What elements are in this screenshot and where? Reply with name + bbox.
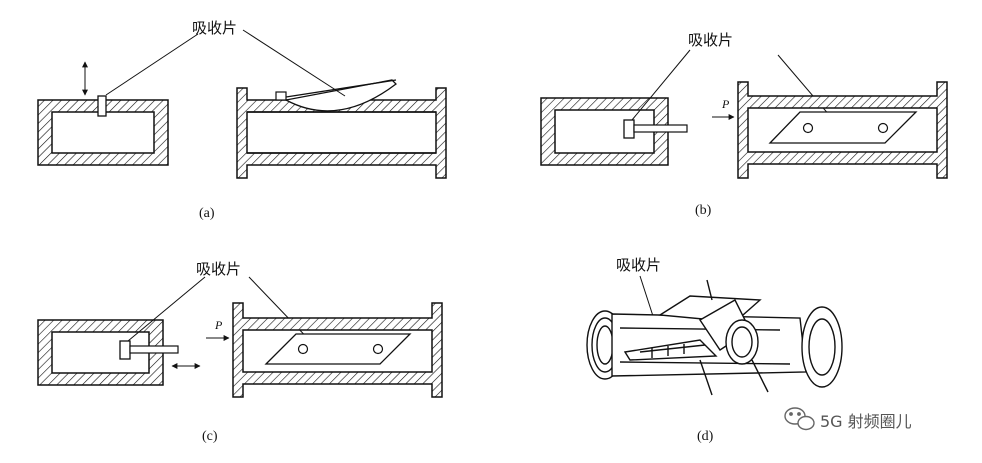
panel-b: 吸收片 P (b): [540, 31, 948, 218]
caption-c: (c): [202, 429, 218, 444]
absorber-vane: [275, 79, 397, 112]
leader-line: [127, 276, 206, 342]
caption-a: (a): [199, 206, 215, 221]
absorber-label: 吸收片: [616, 256, 661, 274]
panel-c: 吸收片 P (c): [37, 260, 443, 444]
absorber-card: [623, 119, 635, 139]
drive-rod: [129, 345, 179, 354]
waveguide-side: [232, 302, 443, 398]
caption-d: (d): [697, 429, 714, 444]
absorber-label: 吸收片: [192, 19, 237, 37]
attenuator-photo-sketch: [586, 279, 843, 396]
cross-section-box: [540, 97, 669, 166]
waveguide-side: [737, 81, 948, 179]
leader-line: [631, 49, 691, 121]
absorber-label: 吸收片: [688, 31, 733, 49]
absorber-vane: [264, 333, 412, 365]
caption-b: (b): [695, 203, 712, 218]
cross-section-box: [37, 319, 164, 386]
watermark-text: 5G 射频圈儿: [820, 412, 912, 431]
power-symbol: P: [721, 97, 730, 111]
power-symbol: P: [214, 318, 223, 332]
leader-line: [242, 29, 346, 97]
cross-section-box: [37, 99, 169, 166]
absorber-label: 吸收片: [196, 260, 241, 278]
panel-a: 吸收片 (a): [37, 19, 447, 221]
absorber-card: [97, 95, 107, 117]
watermark: 5G 射频圈儿: [784, 407, 912, 431]
drive-rod: [633, 124, 688, 133]
absorber-card: [119, 340, 131, 360]
wechat-icon: [784, 407, 815, 431]
panel-d: 吸收片: [586, 256, 843, 444]
absorber-vane: [768, 111, 918, 144]
waveguide-side: [236, 87, 447, 179]
leader-line: [105, 33, 199, 96]
